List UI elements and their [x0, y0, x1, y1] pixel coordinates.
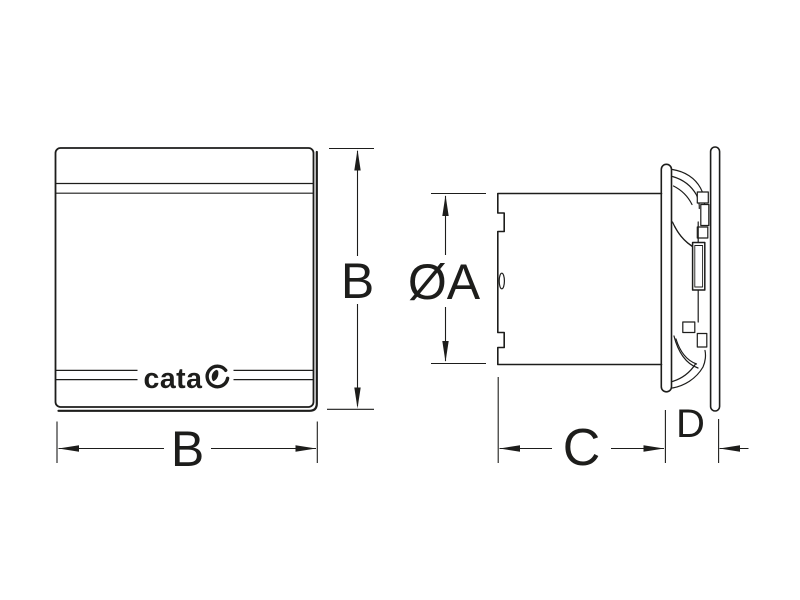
dimension-body-depth: C	[497, 377, 666, 477]
impeller-top-blades	[671, 168, 710, 252]
front-panel-thickness-edge	[57, 150, 318, 412]
blade-curve	[671, 349, 707, 389]
blade-tab	[682, 321, 696, 334]
cata-swirl-leaf	[211, 369, 219, 382]
hub-bracket	[700, 203, 710, 227]
dimension-duct-diameter: ØA	[408, 192, 486, 365]
dim-label-duct-diameter: ØA	[408, 254, 481, 310]
hub-bracket	[696, 332, 708, 348]
dim-label-body-depth: C	[563, 419, 601, 477]
dimension-front-width: B	[56, 421, 318, 477]
shroud-curve	[673, 335, 699, 369]
brand-logo-text: cata	[143, 363, 203, 395]
dimension-panel-depth: D	[676, 402, 749, 463]
blade-curve	[672, 185, 693, 206]
dim-label-front-width: B	[171, 421, 204, 477]
arrowhead-down	[442, 341, 449, 362]
arrowhead-up	[354, 149, 361, 171]
arrowhead-left	[58, 445, 79, 452]
front-view: cata	[54, 147, 318, 412]
dimension-front-height: B	[327, 147, 374, 410]
arrowhead-left	[719, 445, 740, 452]
arrowhead-down	[354, 387, 361, 409]
hub-bracket	[696, 191, 709, 204]
motor-mount-block	[691, 241, 706, 291]
impeller-bottom-blades	[671, 321, 708, 389]
hub-bracket	[696, 226, 709, 239]
arrowhead-right	[295, 445, 316, 452]
dim-label-panel-depth: D	[676, 402, 705, 446]
cata-swirl-ring	[205, 364, 230, 389]
arrowhead-up	[442, 195, 449, 216]
front-panel-outline	[54, 147, 315, 408]
motor-hub	[691, 221, 706, 323]
duct-slot	[498, 272, 505, 290]
blade-curve	[671, 175, 700, 210]
arrowhead-left	[499, 445, 520, 452]
mounting-plate	[660, 163, 673, 393]
duct-body-outline	[497, 192, 663, 366]
dim-label-front-height: B	[341, 253, 374, 309]
shroud-curve	[675, 338, 698, 365]
blade-curve	[671, 363, 697, 383]
front-glass-panel	[709, 146, 721, 412]
cata-swirl-icon	[205, 364, 230, 389]
motor-mount-inner	[694, 245, 704, 288]
side-view	[497, 146, 721, 412]
arrowhead-right	[643, 445, 664, 452]
